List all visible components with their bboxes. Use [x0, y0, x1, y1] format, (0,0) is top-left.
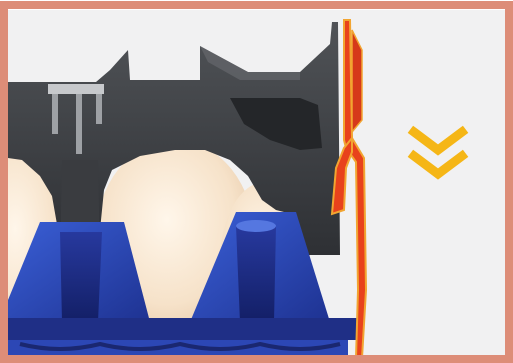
hinge-post-center: [76, 94, 82, 154]
tray-well-center: [236, 226, 276, 322]
hinge-post-left: [52, 94, 58, 134]
tray-well-left: [60, 232, 102, 322]
hinge-bar: [48, 84, 104, 94]
tray-base: [8, 318, 358, 340]
tray-well-rim: [236, 220, 276, 232]
hinge-post-right: [96, 94, 102, 124]
